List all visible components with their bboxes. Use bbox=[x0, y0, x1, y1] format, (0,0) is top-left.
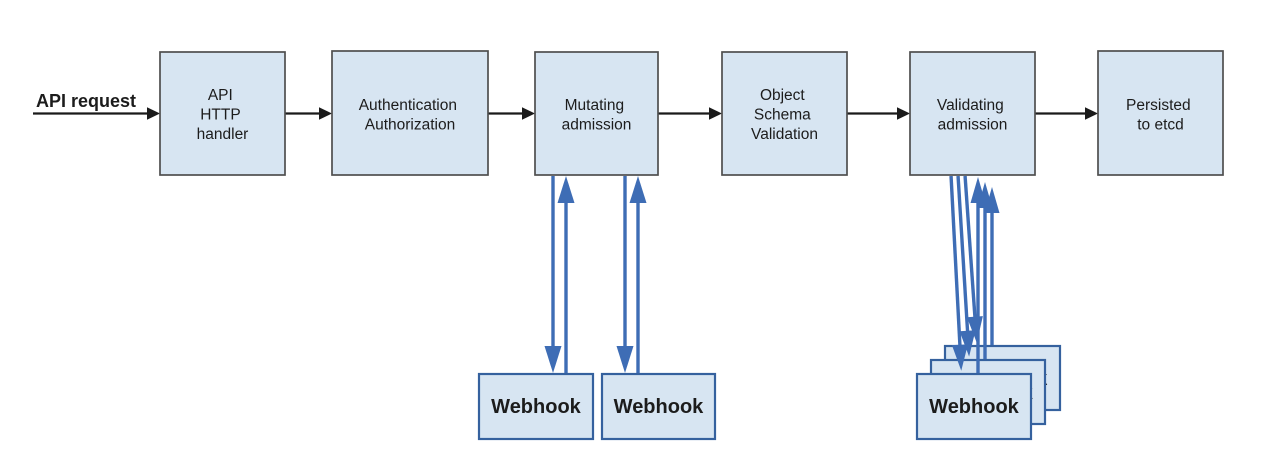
arrowhead-down-icon bbox=[616, 346, 634, 373]
entry-arrow: API request bbox=[33, 91, 160, 120]
webhook-box-rect bbox=[600, 372, 717, 441]
node-label-line: Object bbox=[760, 87, 805, 104]
webhook-box-mutating-1: Webhook bbox=[477, 372, 595, 441]
node-label-line: Mutating bbox=[565, 97, 624, 114]
webhook-box-validating-front: Webhook bbox=[915, 372, 1033, 441]
node-validating-admission: Validating admission bbox=[909, 51, 1036, 176]
node-box bbox=[721, 51, 848, 176]
node-label-line: admission bbox=[562, 117, 632, 134]
validating-return-arrow-up-3 bbox=[984, 187, 1000, 345]
arrow-shaft bbox=[956, 175, 970, 333]
node-box bbox=[909, 51, 1036, 176]
node-label: Authentication Authorization bbox=[359, 97, 462, 134]
webhook-return-arrow-up-2 bbox=[629, 176, 647, 373]
flow-arrow-3 bbox=[658, 107, 722, 120]
node-box bbox=[159, 51, 286, 176]
webhook-return-arrow-up-1 bbox=[557, 176, 575, 373]
node-label: Validating admission bbox=[937, 97, 1008, 134]
node-box bbox=[331, 50, 489, 176]
node-label-line: API bbox=[208, 87, 233, 104]
arrowhead-up-icon bbox=[984, 187, 1000, 213]
node-persisted-to-etcd: Persisted to etcd bbox=[1097, 50, 1224, 176]
node-authentication-authorization: Authentication Authorization bbox=[331, 50, 489, 176]
flow-arrow-1 bbox=[285, 107, 332, 120]
arrowhead-down-icon bbox=[544, 346, 562, 373]
flow-arrow-4 bbox=[847, 107, 910, 120]
flow-arrow-2 bbox=[488, 107, 535, 120]
webhook-label: Webhook bbox=[614, 396, 705, 418]
webhook-label: Webhook bbox=[929, 396, 1020, 418]
validating-call-arrow-down-1 bbox=[949, 175, 968, 371]
node-box bbox=[534, 51, 659, 176]
node-label-line: Schema bbox=[754, 107, 811, 124]
node-label-line: Persisted bbox=[1126, 97, 1191, 114]
flow-arrowhead-icon bbox=[709, 107, 722, 120]
arrowhead-up-icon bbox=[629, 176, 647, 203]
node-label-line: Authentication bbox=[359, 97, 457, 114]
webhook-box-rect bbox=[915, 372, 1033, 441]
entry-label: API request bbox=[36, 91, 136, 111]
node-label-line: HTTP bbox=[200, 107, 240, 124]
arrow-shaft bbox=[949, 175, 962, 347]
node-label-line: Validation bbox=[751, 126, 818, 143]
node-mutating-admission: Mutating admission bbox=[534, 51, 659, 176]
node-label-line: handler bbox=[197, 126, 249, 143]
flow-arrowhead-icon bbox=[897, 107, 910, 120]
webhook-box-rect bbox=[477, 372, 595, 441]
node-label: API HTTP handler bbox=[197, 87, 249, 143]
webhook-call-arrow-down-2 bbox=[616, 176, 634, 373]
arrowhead-down-icon bbox=[951, 344, 968, 371]
arrowhead-down-icon bbox=[959, 330, 976, 357]
node-label: Persisted to etcd bbox=[1126, 97, 1195, 134]
webhook-box-mutating-2: Webhook bbox=[600, 372, 717, 441]
flow-arrowhead-icon bbox=[319, 107, 332, 120]
flow-arrowhead-icon bbox=[522, 107, 535, 120]
flow-arrow-5 bbox=[1035, 107, 1098, 120]
node-box bbox=[1097, 50, 1224, 176]
flow-arrowhead-icon bbox=[1085, 107, 1098, 120]
webhook-label: Webhook bbox=[491, 396, 582, 418]
node-label-line: Authorization bbox=[365, 117, 455, 134]
node-label: Mutating admission bbox=[562, 97, 632, 134]
node-label-line: admission bbox=[938, 117, 1008, 134]
validating-call-arrow-down-2 bbox=[956, 175, 976, 357]
node-label: Object Schema Validation bbox=[751, 87, 818, 143]
arrowhead-up-icon bbox=[557, 176, 575, 203]
webhook-call-arrow-down-1 bbox=[544, 176, 562, 373]
node-object-schema-validation: Object Schema Validation bbox=[721, 51, 848, 176]
arrow-shaft bbox=[963, 175, 977, 319]
node-api-http-handler: API HTTP handler bbox=[159, 51, 286, 176]
entry-arrowhead-icon bbox=[147, 107, 160, 120]
node-label-line: Validating bbox=[937, 97, 1004, 114]
node-label-line: to etcd bbox=[1137, 117, 1184, 134]
